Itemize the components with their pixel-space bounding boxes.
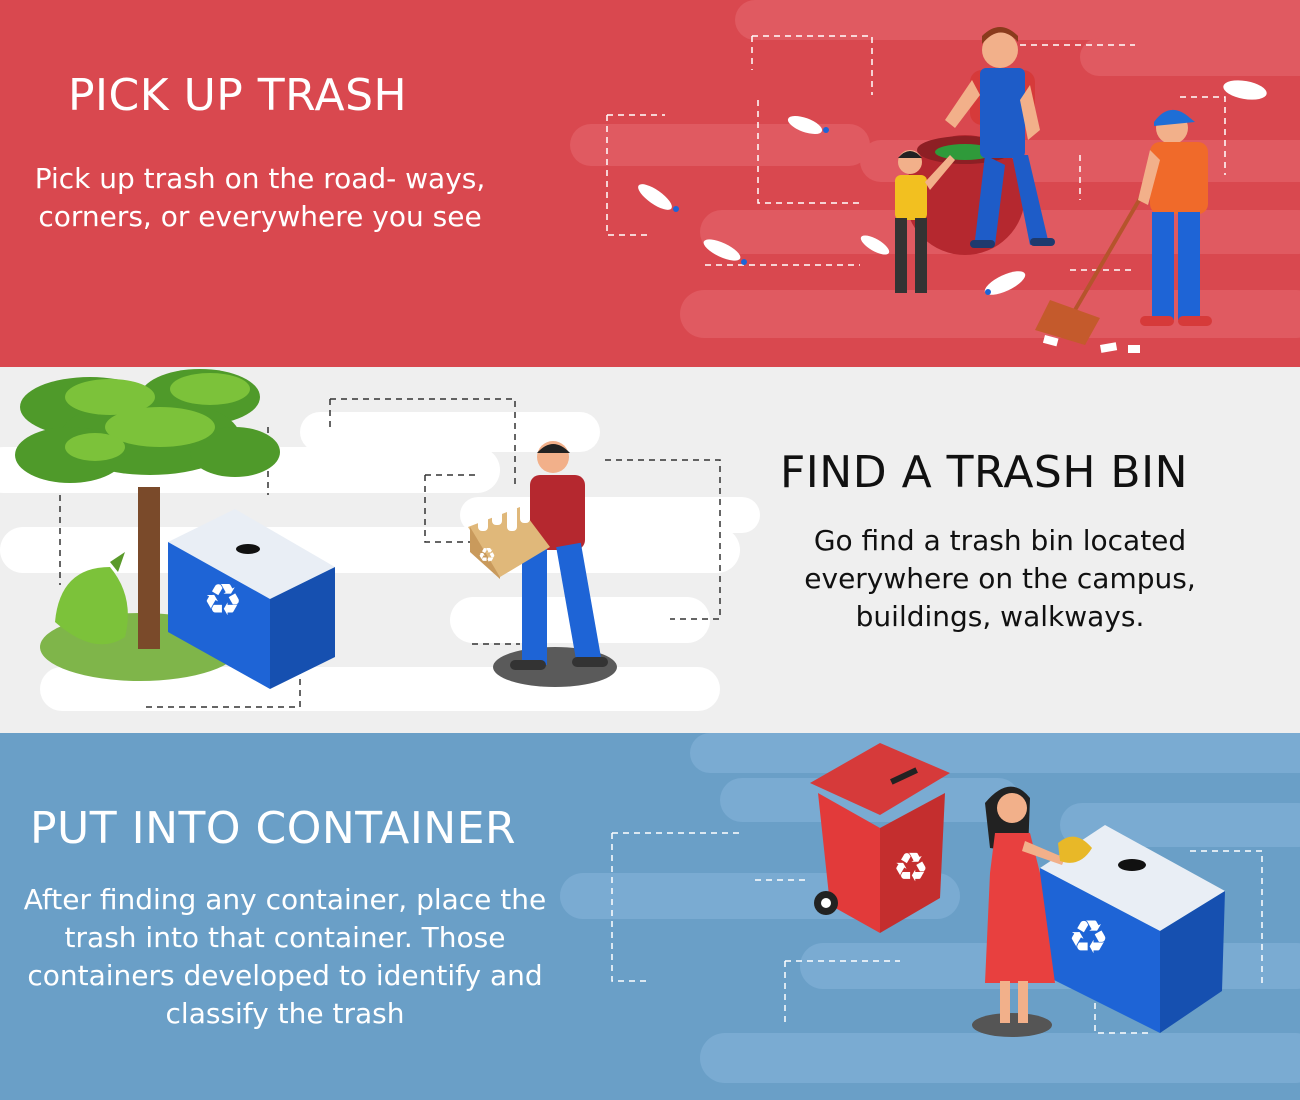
section-find-trash-bin: ♻ ♻ FIND A TRASH BIN Go find a trash bin… [0, 367, 1300, 733]
section-description: After finding any container, place the t… [23, 883, 547, 1030]
section-pick-up-trash: PICK UP TRASH Pick up trash on the road-… [0, 0, 1300, 367]
svg-text:♻: ♻ [1068, 910, 1109, 964]
pick-up-trash-illustration [570, 0, 1300, 353]
section-title: PUT INTO CONTAINER [30, 803, 517, 854]
section-put-into-container: ♻ ♻ PUT INTO CONTAINER After finding any… [0, 733, 1300, 1100]
section-description: Go find a trash bin located everywhere o… [804, 524, 1196, 633]
section-title: PICK UP TRASH [68, 70, 408, 121]
section-description: Pick up trash on the road- ways, corners… [34, 162, 486, 233]
section-title: FIND A TRASH BIN [780, 447, 1188, 498]
put-into-container-illustration: ♻ ♻ [560, 733, 1300, 1083]
find-trash-bin-illustration: ♻ ♻ [0, 369, 760, 711]
recycle-icon: ♻ [893, 845, 929, 891]
recycle-icon: ♻ [203, 575, 242, 626]
svg-text:♻: ♻ [478, 543, 496, 567]
